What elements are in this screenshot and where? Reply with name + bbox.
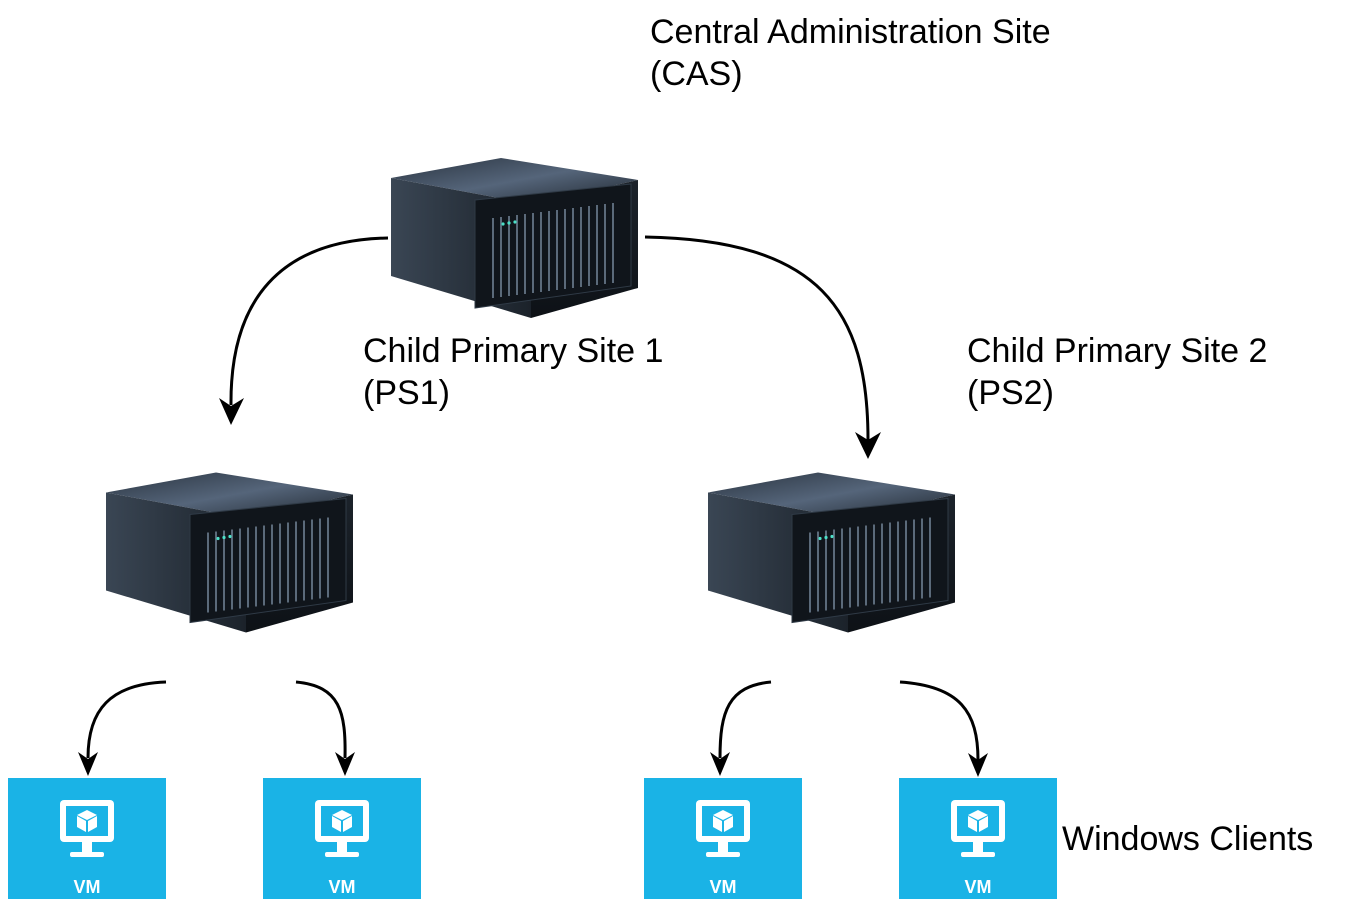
server-icon	[391, 158, 638, 318]
arrow-ps2-to-vm3	[718, 680, 772, 759]
arrow-head-icon	[968, 753, 988, 777]
ps2-label: Child Primary Site 2 (PS2)	[967, 330, 1267, 414]
vm-tile-4: VM	[899, 778, 1057, 899]
cube-icon	[77, 810, 97, 832]
server-icon	[106, 472, 353, 633]
cas-label-line2: (CAS)	[650, 55, 743, 93]
vm-tile-2: VM	[263, 778, 421, 899]
windows-clients-label: Windows Clients	[1062, 820, 1314, 858]
arrow-head-icon	[219, 398, 244, 425]
arrow-head-icon	[710, 752, 730, 776]
cube-icon	[968, 810, 988, 832]
vm-monitor-icon	[696, 800, 750, 857]
arrow-cas-to-ps1	[229, 236, 389, 406]
vm-caption: VM	[328, 877, 356, 897]
ps2-label-line1: Child Primary Site 2	[967, 332, 1268, 370]
arrow-cas-to-ps2	[644, 235, 870, 441]
ps2-label-line2: (PS2)	[967, 374, 1054, 412]
cas-label-line1: Central Administration Site	[650, 13, 1051, 51]
vm-tile-1: VM	[8, 778, 166, 899]
ps1-label: Child Primary Site 1 (PS1)	[363, 330, 663, 414]
vm-caption: VM	[964, 877, 992, 897]
cube-icon	[332, 810, 352, 832]
arrow-head-icon	[855, 432, 881, 459]
arrow-ps1-to-vm1	[86, 680, 167, 759]
server-icon	[708, 472, 955, 633]
arrow-head-icon	[335, 752, 355, 776]
arrow-ps1-to-vm2	[295, 680, 347, 759]
vm-caption: VM	[73, 877, 101, 897]
ps1-label-line1: Child Primary Site 1	[363, 332, 664, 370]
cube-icon	[713, 810, 733, 832]
vm-monitor-icon	[951, 800, 1005, 857]
vm-tile-3: VM	[644, 778, 802, 899]
vm-monitor-icon	[60, 800, 114, 857]
vm-monitor-icon	[315, 800, 369, 857]
cas-label: Central Administration Site (CAS)	[650, 11, 1051, 95]
arrow-ps2-to-vm4	[899, 680, 980, 761]
vm-caption: VM	[709, 877, 737, 897]
arrow-head-icon	[78, 752, 98, 776]
ps1-label-line2: (PS1)	[363, 374, 450, 412]
